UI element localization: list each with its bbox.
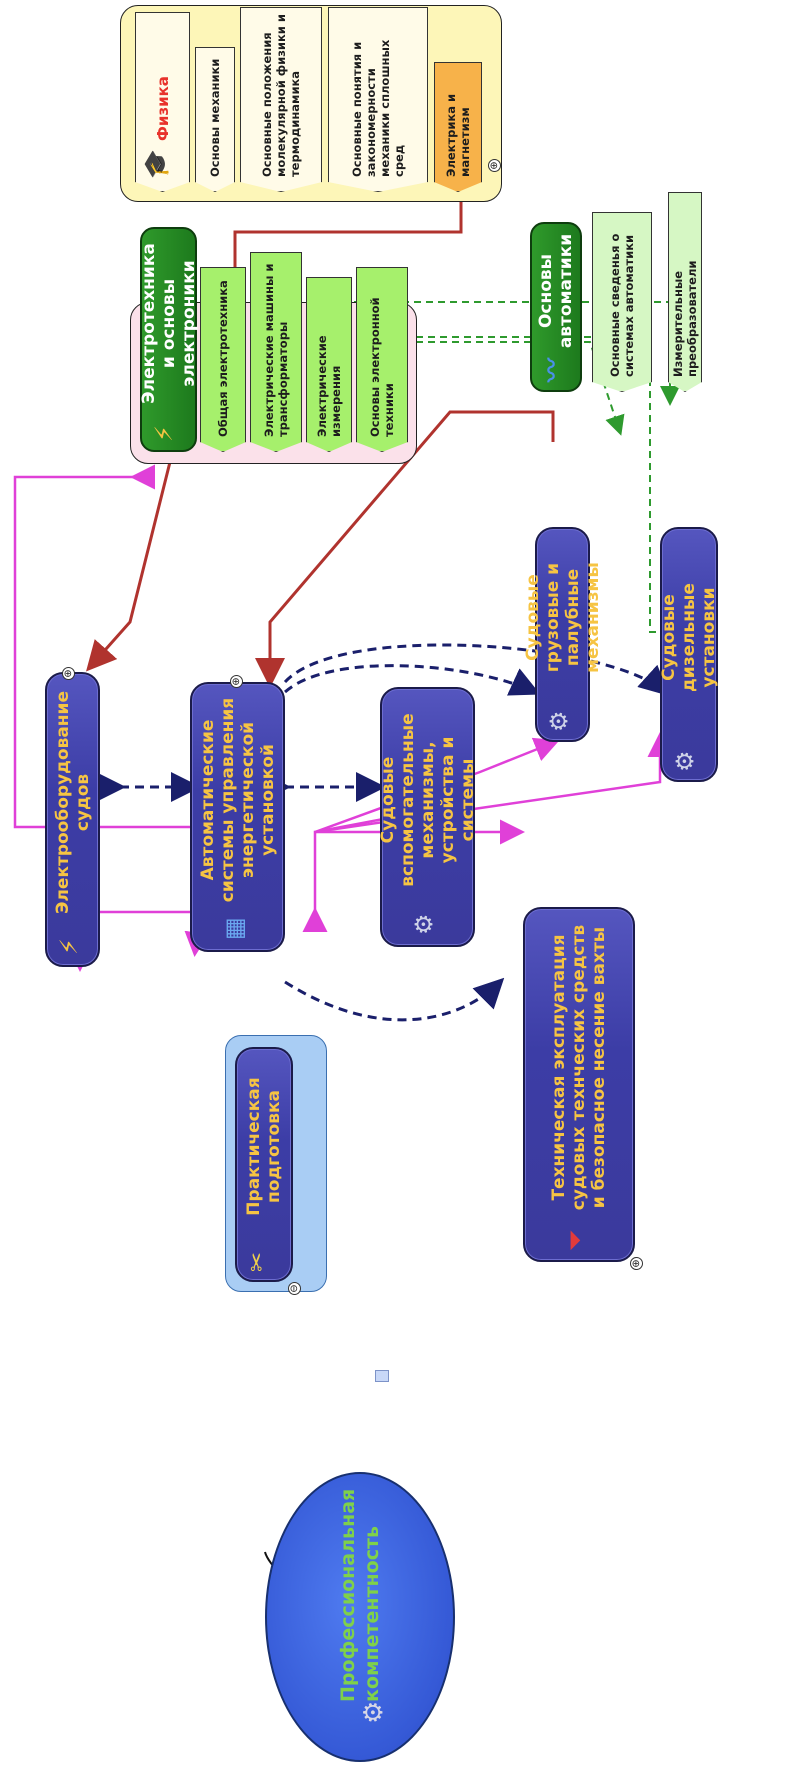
automation-item-1-label: Основные сведенья о системах автоматики: [608, 233, 636, 377]
oscilloscope-icon: 〰: [538, 358, 566, 382]
diesel-node[interactable]: ⚙ Судовые дизельные установки: [659, 527, 719, 782]
physics-expander[interactable]: ⊕: [488, 159, 501, 172]
physics-item-3[interactable]: Основные понятия и закономерности механи…: [328, 7, 428, 192]
technical-operation-node[interactable]: ⏷ Техническая эксплуатация судовых технч…: [523, 907, 635, 1262]
physics-item-4-label: Электрика и магнетизм: [444, 93, 472, 177]
gears-icon: ⚙: [545, 710, 573, 732]
link-auto-diesel: [283, 643, 670, 697]
auto-systems-label: Автоматические системы управления энерге…: [197, 697, 278, 903]
electrotech-item-4[interactable]: Основы электронной техники: [356, 267, 408, 452]
link-practical-cargo: [314, 737, 560, 834]
graduation-cap-icon: 🎓: [142, 149, 170, 179]
link-auto-technical: [284, 977, 505, 1022]
cargo-deck-label: Судовые грузовые и палубные механизмы: [522, 562, 603, 673]
gears-icon: ⚙: [359, 1700, 389, 1724]
automation-node[interactable]: 〰 Основы автоматики: [530, 222, 582, 392]
physics-item-1-label: Основы механики: [208, 58, 222, 177]
electro-equipment-node[interactable]: ⚡ Электрооборудование судов: [45, 672, 100, 967]
electrotech-item-2[interactable]: Электрические машины и трансформаторы: [250, 252, 302, 452]
electrotech-node[interactable]: ⚡ Электротехника и основы электроники: [138, 227, 199, 452]
physics-item-4[interactable]: Электрика и магнетизм: [434, 62, 482, 192]
lightning-icon: ⚡: [150, 425, 178, 442]
physics-item-3-label: Основные понятия и закономерности механи…: [350, 39, 406, 177]
physics-title: Физика: [153, 76, 172, 141]
gears-icon: ⚙: [671, 750, 699, 772]
auto-systems-node[interactable]: ▦ Автоматические системы управления энер…: [190, 682, 285, 952]
physics-item-1[interactable]: Основы механики: [195, 47, 235, 192]
circuit-board-icon: ▦: [220, 917, 248, 940]
automation-item-2-label: Измерительные преобразователи: [671, 260, 699, 377]
practical-expander[interactable]: ⊖: [288, 1282, 301, 1295]
electro-equipment-label: Электрооборудование судов: [52, 691, 93, 915]
electrotech-item-3-label: Электрические измерения: [315, 335, 343, 437]
tools-icon: ✂: [243, 1251, 271, 1272]
auxiliary-node[interactable]: ⚙ Судовые вспомогательные механизмы, уст…: [377, 687, 478, 947]
lightning-icon: ⚡: [55, 938, 83, 955]
electrotech-item-3[interactable]: Электрические измерения: [306, 277, 352, 452]
physics-item-2-label: Основные положения молекулярной физики и…: [260, 14, 302, 177]
auto-systems-expander[interactable]: ⊕: [230, 675, 243, 688]
technical-operation-expander[interactable]: ⊕: [630, 1257, 643, 1270]
technical-operation-label: Техническая эксплуатация судовых технчес…: [549, 924, 609, 1211]
link-green-3: [380, 341, 625, 436]
electrotech-item-2-label: Электрические машины и трансформаторы: [262, 263, 290, 437]
link-auto-cargo: [284, 664, 541, 696]
automation-label: Основы автоматики: [536, 233, 576, 349]
electrotech-item-1-label: Общая электротехника: [216, 280, 230, 437]
practical-node[interactable]: ✂ Практическая подготовка: [235, 1047, 293, 1282]
electro-equipment-expander[interactable]: ⊕: [62, 667, 75, 680]
link-practical-electrotech: [13, 464, 230, 840]
gears-icon: ⚙: [410, 913, 438, 935]
electrotech-label: Электротехника и основы электроники: [138, 243, 199, 404]
link-practical-diesel: [314, 732, 673, 834]
root-label: Профессиональная компетентность: [337, 1488, 383, 1702]
automation-item-2[interactable]: Измерительные преобразователи: [668, 192, 702, 392]
auxiliary-label: Судовые вспомогательные механизмы, устро…: [377, 713, 478, 887]
electrotech-item-4-label: Основы электронной техники: [368, 297, 396, 437]
note-icon[interactable]: [375, 1370, 389, 1382]
root-node[interactable]: Профессиональная компетентность ⚙: [265, 1472, 455, 1762]
cargo-deck-node[interactable]: ⚙ Судовые грузовые и палубные механизмы: [523, 527, 603, 742]
physics-item-2[interactable]: Основные положения молекулярной физики и…: [240, 7, 322, 192]
electrotech-item-1[interactable]: Общая электротехника: [200, 267, 246, 452]
link-automation-to-auto-systems: [255, 410, 555, 688]
physics-title-box[interactable]: 🎓 Физика: [135, 12, 190, 192]
practical-label: Практическая подготовка: [244, 1077, 284, 1216]
funnel-icon: ⏷: [561, 1230, 589, 1250]
automation-item-1[interactable]: Основные сведенья о системах автоматики: [592, 212, 652, 392]
diesel-label: Судовые дизельные установки: [659, 583, 719, 692]
